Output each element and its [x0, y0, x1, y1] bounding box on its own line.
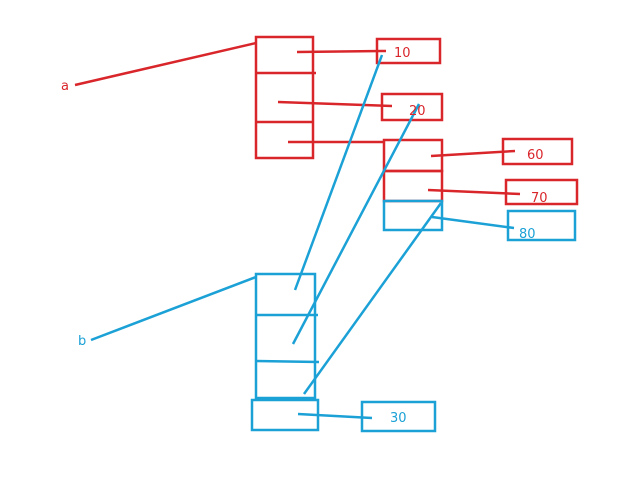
list-b-divider-2: [255, 359, 320, 364]
pointer-a: [74, 41, 257, 87]
value-20: 20: [409, 104, 426, 119]
value-80: 80: [519, 227, 536, 242]
pointer-b: [90, 275, 257, 342]
pointer-cell2-to-20: [277, 100, 393, 108]
value-10: 10: [394, 46, 411, 61]
pointer-inner1-to-60: [430, 149, 516, 158]
label-b: b: [78, 334, 86, 349]
label-a: a: [61, 79, 69, 94]
pointer-inner2-to-70: [427, 188, 521, 196]
inner-list-cell-2: [382, 169, 444, 203]
inner-list-cell-3: [382, 199, 444, 232]
pointer-b3-to-inner: [302, 202, 443, 395]
red-structure: [74, 35, 579, 206]
pointer-cell1-to-10: [296, 49, 387, 54]
list-a-box: [254, 35, 315, 160]
pointer-b2-to-20: [291, 103, 421, 345]
value-70: 70: [531, 191, 548, 206]
list-b-box: [254, 272, 317, 400]
pointer-b1-to-10: [293, 54, 384, 291]
value-60: 60: [527, 148, 544, 163]
value-box-70: [504, 178, 579, 206]
blue-structure: [90, 54, 577, 433]
pointer-inner3-to-80: [431, 215, 515, 230]
pointer-b4-to-30: [297, 412, 373, 420]
value-box-80: [506, 209, 577, 242]
text-labels: a b 10 20 60 70 80 30: [61, 46, 548, 426]
value-30: 30: [390, 411, 407, 426]
